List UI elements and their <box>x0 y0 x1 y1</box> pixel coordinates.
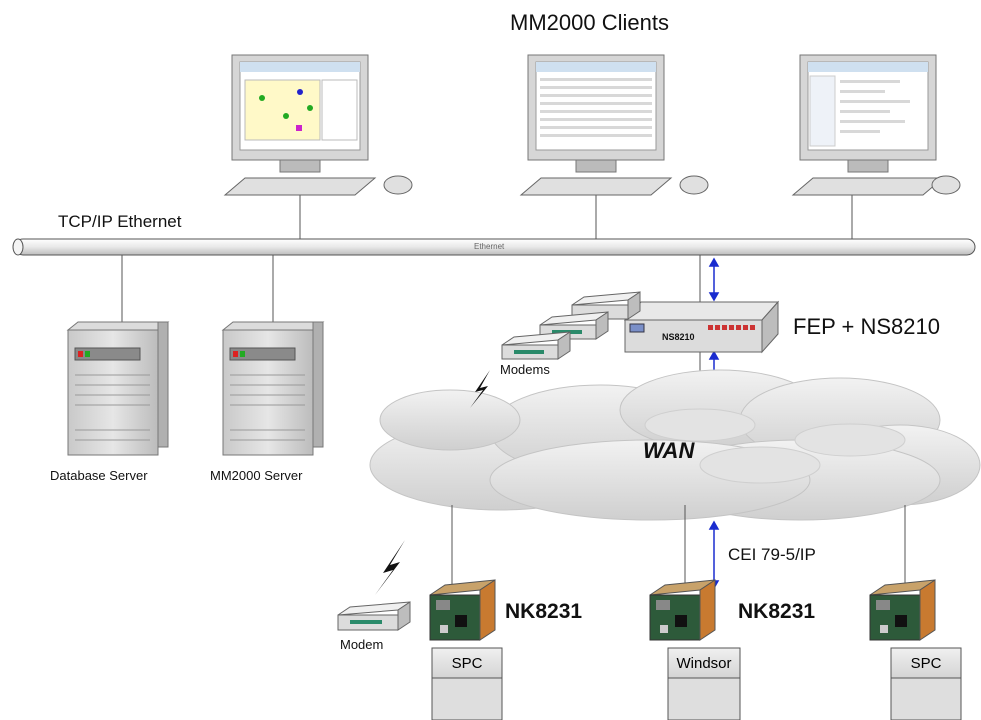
protocol-label: CEI 79-5/IP <box>728 545 816 564</box>
fep-label: FEP + NS8210 <box>793 314 940 339</box>
mm2000-server-label: MM2000 Server <box>210 468 303 483</box>
controller-board-1 <box>429 579 496 641</box>
modem-label: Modem <box>340 637 384 652</box>
lan-label: TCP/IP Ethernet <box>58 212 182 231</box>
site-panel-2 <box>667 647 741 720</box>
mm2000-server <box>221 321 325 456</box>
database-server-label: Database Server <box>50 468 148 483</box>
lightning-bolt-icon <box>375 540 405 595</box>
modems-label: Modems <box>500 362 550 377</box>
site-panel-3 <box>890 647 962 720</box>
client-3 <box>791 54 961 196</box>
client-links <box>299 195 853 243</box>
site-links <box>451 505 906 590</box>
ns8210-device <box>623 300 780 354</box>
wan-label: WAN <box>643 438 695 463</box>
controller-board-2 <box>649 579 716 641</box>
controller-board-3 <box>869 579 936 641</box>
ns8210-device-text: NS8210 <box>662 332 695 342</box>
lightning-bolt-icon <box>470 370 490 408</box>
server-links <box>121 253 274 325</box>
client-1 <box>223 54 413 196</box>
cloud-highlights <box>644 408 906 484</box>
client-2 <box>519 54 709 196</box>
panel-label-3: SPC <box>910 655 942 672</box>
database-server <box>66 321 170 456</box>
controller-label-2: NK8231 <box>738 600 816 623</box>
site-panel-1 <box>431 647 503 720</box>
controller-label-1: NK8231 <box>505 600 583 623</box>
clients-title: MM2000 Clients <box>510 10 669 35</box>
site-modem <box>337 601 411 631</box>
fep-modems <box>501 291 641 360</box>
bus-text: Ethernet <box>474 242 505 251</box>
ethernet-bus <box>12 238 976 256</box>
panel-label-2: Windsor <box>676 655 732 672</box>
panel-label-1: SPC <box>451 655 483 672</box>
